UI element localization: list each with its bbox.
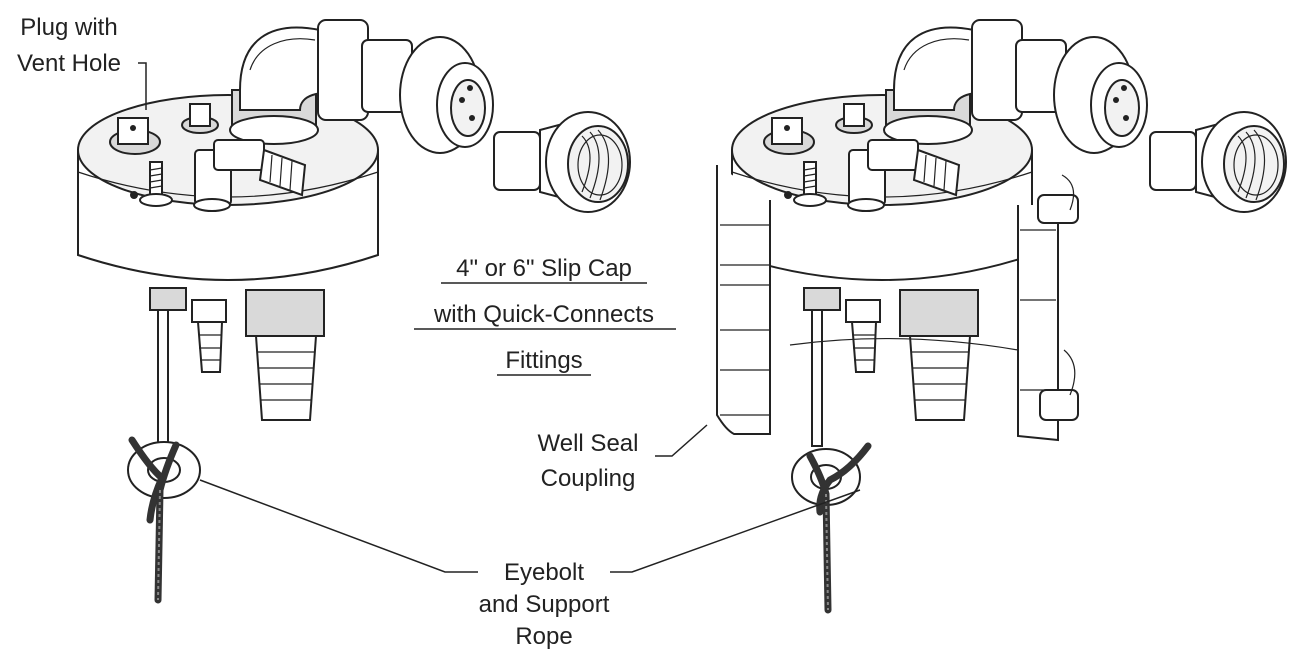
- diagram-title: 4" or 6" Slip Cap with Quick-Connects Fi…: [414, 255, 676, 376]
- leader-line-eyebolt-right: [610, 489, 861, 573]
- slip-cap-assembly-right: [716, 19, 1287, 614]
- label-well-seal-line2: Coupling: [541, 465, 636, 492]
- label-plug-with-vent-hole-line1: Plug with: [20, 14, 117, 41]
- title-line1: 4" or 6" Slip Cap: [456, 255, 632, 282]
- leader-line-eyebolt-left: [199, 479, 478, 573]
- slip-cap-assembly-left: [77, 19, 631, 604]
- label-eyebolt-line3: Rope: [515, 623, 572, 649]
- label-well-seal-line1: Well Seal: [538, 430, 639, 457]
- title-line3: Fittings: [505, 347, 582, 374]
- leader-line-well-seal: [655, 424, 708, 457]
- label-eyebolt-line2: and Support: [479, 591, 610, 618]
- label-plug-with-vent-hole-line2: Vent Hole: [17, 50, 121, 77]
- title-line2: with Quick-Connects: [433, 301, 654, 328]
- label-eyebolt-line1: Eyebolt: [504, 559, 584, 586]
- leader-line-plug: [138, 62, 147, 110]
